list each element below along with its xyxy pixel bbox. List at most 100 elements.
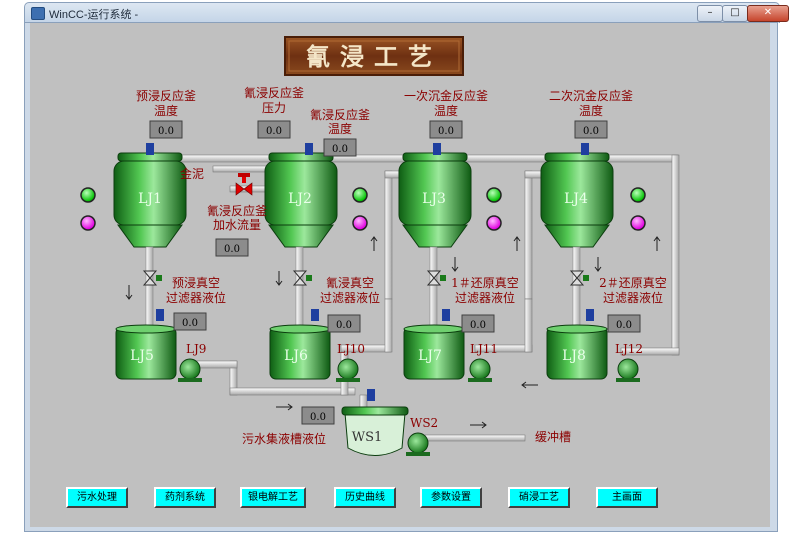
indicator-lj2-fault: [352, 215, 368, 231]
pump-lj9[interactable]: [178, 358, 202, 382]
nav-button-reagent[interactable]: 药剂系统: [154, 487, 216, 508]
arrow-down-icon: [125, 285, 133, 300]
title-bar: WinCC-运行系统 - – □ ✕: [24, 2, 789, 23]
close-button[interactable]: ✕: [747, 5, 789, 22]
filter-tank-lj8-label: LJ8: [562, 348, 586, 364]
maximize-button[interactable]: □: [722, 5, 748, 22]
label-preleach-temp-2: 温度: [154, 103, 178, 118]
label-reduce2-filter-2: 过滤器液位: [603, 290, 663, 305]
value-sewage-level: 0.0: [310, 412, 326, 423]
valve-lj2[interactable]: [292, 270, 312, 286]
filter-tank-lj8[interactable]: LJ8: [546, 309, 608, 380]
pump-lj11[interactable]: [468, 358, 492, 382]
filter-tank-lj5-label: LJ5: [130, 348, 154, 364]
value-reduce2-filter: 0.0: [616, 320, 632, 331]
filter-tank-lj6-label: LJ6: [284, 348, 308, 364]
arrow-up-icon: [370, 236, 378, 251]
label-leach-pressure-1: 氰浸反应釜: [244, 85, 304, 100]
label-leach-filter-1: 氰浸真空: [326, 275, 374, 290]
value-preleach-filter: 0.0: [182, 318, 198, 329]
label-reduce2-filter-1: 2＃还原真空: [599, 276, 667, 290]
value-leach-temp: 0.0: [332, 144, 348, 155]
label-leach-temp-2: 温度: [328, 121, 352, 136]
label-preleach-filter-1: 预浸真空: [172, 276, 220, 290]
valve-lj1[interactable]: [142, 270, 162, 286]
tag-lj9: LJ9: [186, 342, 206, 356]
arrow-down-icon: [275, 271, 283, 286]
tag-lj10: LJ10: [337, 342, 365, 356]
tag-ws2: WS2: [410, 416, 438, 430]
label-precip2-temp-2: 温度: [579, 103, 603, 118]
indicator-lj1-fault: [80, 215, 96, 231]
indicator-lj2-run: [352, 187, 368, 203]
arrow-down-icon: [594, 257, 602, 272]
indicator-lj1-run: [80, 187, 96, 203]
valve-lj4[interactable]: [569, 270, 589, 286]
tag-lj11: LJ11: [470, 342, 498, 356]
arrow-left-icon: [521, 381, 538, 389]
reactor-lj1[interactable]: LJ1: [113, 143, 187, 248]
value-reduce1-filter: 0.0: [470, 320, 486, 331]
arrow-right-icon: [470, 421, 487, 429]
label-precip1-temp-2: 温度: [434, 103, 458, 118]
banner: 氰浸工艺: [284, 36, 464, 76]
value-leach-pressure: 0.0: [266, 126, 282, 137]
label-precip2-temp-1: 二次沉金反应釜: [549, 88, 633, 103]
indicator-lj3-run: [486, 187, 502, 203]
reactor-lj3[interactable]: LJ3: [398, 143, 472, 248]
label-gold-mud: 金泥: [180, 166, 204, 181]
window-title: WinCC-运行系统 -: [49, 9, 139, 21]
label-preleach-filter-2: 过滤器液位: [166, 290, 226, 305]
nav-button-sewage[interactable]: 污水处理: [66, 487, 128, 508]
gold-mud-valve[interactable]: [229, 173, 271, 196]
nav-button-nitric-leach[interactable]: 硝浸工艺: [508, 487, 570, 508]
reactor-lj2[interactable]: LJ2: [264, 143, 338, 248]
reactor-lj2-label: LJ2: [288, 191, 312, 207]
value-precip1-temp: 0.0: [438, 126, 454, 137]
nav-button-main[interactable]: 主画面: [596, 487, 658, 508]
nav-button-history[interactable]: 历史曲线: [334, 487, 396, 508]
sewage-tank-ws1-label: WS1: [352, 430, 383, 445]
label-sewage-level: 污水集液槽液位: [242, 431, 326, 446]
arrow-up-icon: [653, 236, 661, 251]
value-precip2-temp: 0.0: [583, 126, 599, 137]
arrow-up-icon: [513, 236, 521, 251]
nav-button-silver-electrolysis[interactable]: 银电解工艺: [240, 487, 306, 508]
reactor-lj1-label: LJ1: [138, 191, 162, 207]
label-leach-flow-1: 氰浸反应釜: [207, 203, 267, 218]
sewage-tank-ws1[interactable]: WS1: [341, 389, 409, 456]
label-preleach-temp-1: 预浸反应釜: [136, 88, 196, 103]
pump-lj12[interactable]: [616, 358, 640, 382]
minimize-button[interactable]: –: [697, 5, 723, 22]
app-icon: [31, 7, 45, 20]
pipe-network: [125, 154, 680, 442]
arrow-right-icon: [276, 403, 293, 411]
pump-lj10[interactable]: [336, 358, 360, 382]
label-leach-temp-1: 氰浸反应釜: [310, 107, 370, 122]
label-leach-flow-2: 加水流量: [213, 218, 261, 232]
banner-title: 氰浸工艺: [306, 42, 442, 71]
indicator-lj3-fault: [486, 215, 502, 231]
filter-tank-lj6[interactable]: LJ6: [269, 309, 331, 380]
label-reduce1-filter-2: 过滤器液位: [455, 290, 515, 305]
reactor-lj4-label: LJ4: [564, 191, 588, 207]
valve-lj3[interactable]: [426, 270, 446, 286]
label-buffer-tank: 缓冲槽: [535, 429, 571, 444]
value-leach-flow: 0.0: [224, 244, 240, 255]
arrow-down-icon: [451, 257, 459, 272]
pump-ws2[interactable]: [406, 432, 430, 456]
indicator-lj4-run: [630, 187, 646, 203]
label-precip1-temp-1: 一次沉金反应釜: [404, 88, 488, 103]
tag-lj12: LJ12: [615, 342, 643, 356]
label-leach-filter-2: 过滤器液位: [320, 290, 380, 305]
label-leach-pressure-2: 压力: [262, 101, 286, 115]
nav-button-parameters[interactable]: 参数设置: [420, 487, 482, 508]
filter-tank-lj7[interactable]: LJ7: [403, 309, 465, 380]
reactor-lj3-label: LJ3: [422, 191, 446, 207]
reactor-lj4[interactable]: LJ4: [540, 143, 614, 248]
filter-tank-lj7-label: LJ7: [418, 348, 442, 364]
value-preleach-temp: 0.0: [158, 126, 174, 137]
value-leach-filter: 0.0: [336, 320, 352, 331]
label-reduce1-filter-1: 1＃还原真空: [451, 276, 519, 290]
